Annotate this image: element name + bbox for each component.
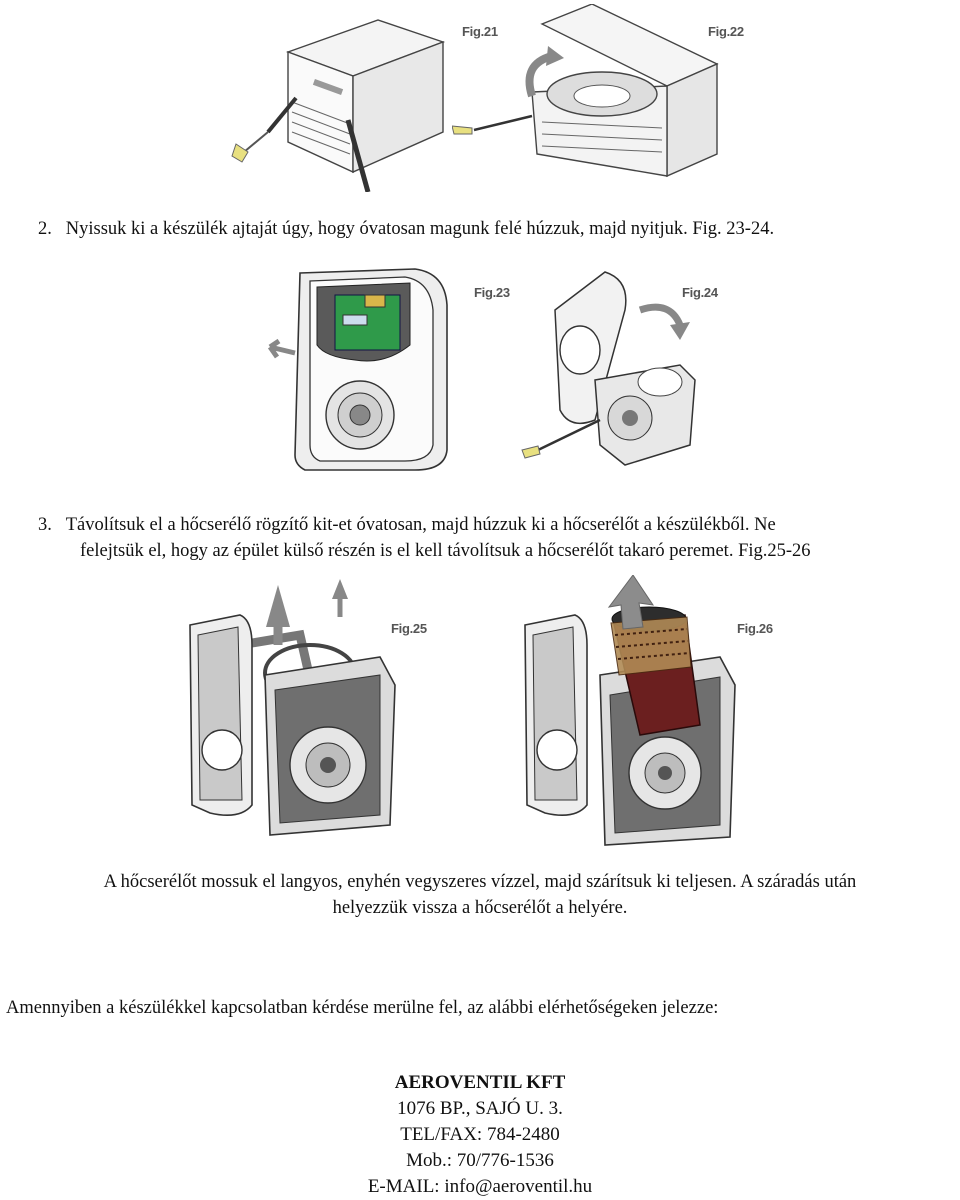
- fig23-label: Fig.23: [474, 285, 510, 300]
- cleaning-line-2: helyezzük vissza a hőcserélőt a helyére.: [332, 898, 628, 918]
- company-telfax: TEL/FAX: 784-2480: [400, 1124, 560, 1145]
- fig22-label: Fig.22: [708, 24, 744, 39]
- company-mobile: Mob.: 70/776-1536: [406, 1150, 554, 1171]
- step-3-line-1: 3. Távolítsuk el a hőcserélő rögzítő kit…: [38, 512, 958, 538]
- contact-intro: Amennyiben a készülékkel kapcsolatban ké…: [6, 998, 719, 1018]
- figure-26-illustration: [515, 575, 745, 850]
- cleaning-line-1: A hőcserélőt mossuk el langyos, enyhén v…: [103, 872, 857, 892]
- company-address: 1076 BP., SAJÓ U. 3.: [397, 1098, 563, 1119]
- step-2-paragraph: 2. Nyissuk ki a készülék ajtaját úgy, ho…: [38, 216, 938, 242]
- fig25-label: Fig.25: [391, 621, 427, 636]
- step-2-text: Nyissuk ki a készülék ajtaját úgy, hogy …: [65, 219, 775, 239]
- figure-25-illustration: [180, 565, 400, 845]
- company-name: AEROVENTIL KFT: [394, 1072, 566, 1093]
- step-3-text-line-2: felejtsük el, hogy az épület külső részé…: [80, 541, 811, 561]
- step-2-number: 2.: [38, 219, 52, 239]
- step-3-text-line-1: Távolítsuk el a hőcserélő rögzítő kit-et…: [65, 515, 776, 535]
- fig21-label: Fig.21: [462, 24, 498, 39]
- fig24-label: Fig.24: [682, 285, 718, 300]
- company-email[interactable]: E-MAIL: info@aeroventil.hu: [367, 1176, 593, 1197]
- figure-21-illustration: [228, 12, 448, 192]
- figure-23-illustration: [265, 265, 455, 475]
- step-3-line-2: felejtsük el, hogy az épület külső részé…: [80, 538, 960, 564]
- step-3-number: 3.: [38, 515, 52, 535]
- figure-24-illustration: [520, 270, 705, 470]
- fig26-label: Fig.26: [737, 621, 773, 636]
- contact-block: AEROVENTIL KFT 1076 BP., SAJÓ U. 3. TEL/…: [0, 1070, 960, 1200]
- figure-22-illustration: [452, 4, 722, 194]
